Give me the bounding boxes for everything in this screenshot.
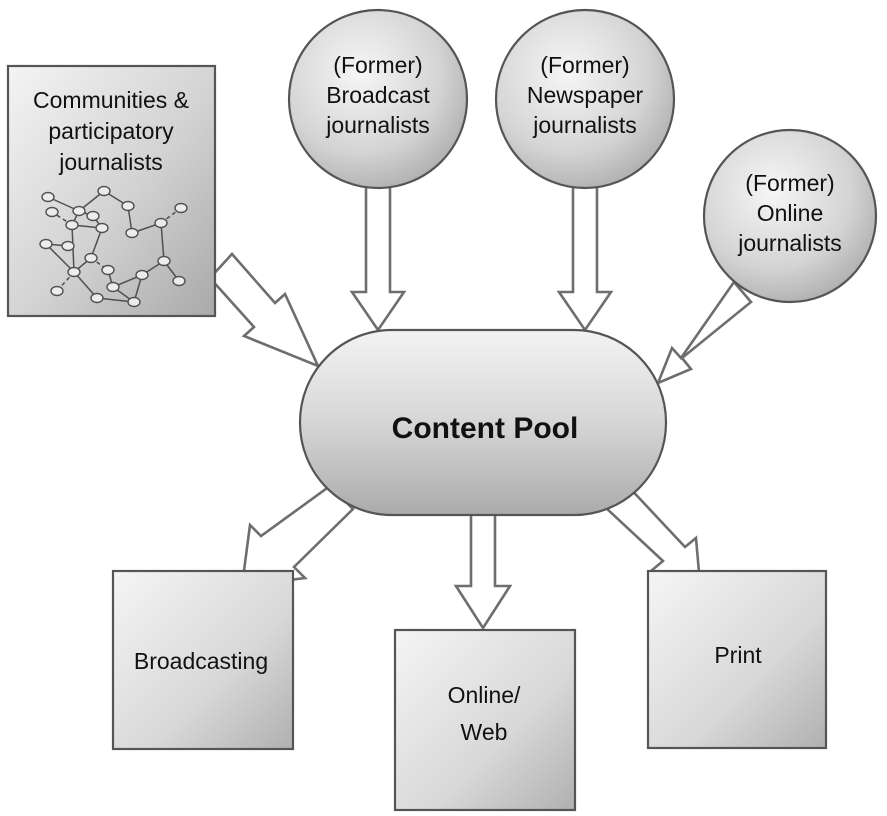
online-circle <box>702 128 878 304</box>
online-label-3: journalists <box>737 230 842 256</box>
communities-label-3: journalists <box>58 149 163 175</box>
content-pool-label: Content Pool <box>392 412 579 445</box>
arrow-communities-to-pool <box>208 252 321 369</box>
arrows <box>208 184 753 631</box>
content-pool-node: Content Pool <box>298 328 668 517</box>
arrow-broadcast-to-pool <box>349 184 407 333</box>
broadcast-label-1: (Former) <box>333 52 422 78</box>
communities-label-2: participatory <box>48 118 174 144</box>
network-graph-icon <box>39 185 188 308</box>
broadcasting-label: Broadcasting <box>134 648 268 674</box>
online-label-1: (Former) <box>745 170 834 196</box>
newspaper-circle <box>494 8 676 190</box>
newspaper-label-3: journalists <box>532 112 637 138</box>
broadcast-label-3: journalists <box>325 112 430 138</box>
communities-node: Communities & participatory journalists <box>6 64 217 318</box>
online-label-2: Online <box>757 200 823 226</box>
online-journalists-node: (Former) Online journalists <box>702 128 878 304</box>
broadcasting-node: Broadcasting <box>111 569 295 751</box>
online-web-box <box>393 628 577 812</box>
newspaper-label-2: Newspaper <box>527 82 644 108</box>
arrow-newspaper-to-pool <box>556 184 614 333</box>
print-box <box>646 569 828 750</box>
broadcast-circle <box>287 8 469 190</box>
broadcast-label-2: Broadcast <box>326 82 430 108</box>
print-node: Print <box>646 569 828 750</box>
broadcast-journalists-node: (Former) Broadcast journalists <box>287 8 469 190</box>
newspaper-journalists-node: (Former) Newspaper journalists <box>494 8 676 190</box>
content-pool-shape <box>298 328 668 517</box>
online-web-node: Online/ Web <box>393 628 577 812</box>
online-web-label-1: Online/ <box>448 682 521 708</box>
newspaper-label-1: (Former) <box>540 52 629 78</box>
communities-label-1: Communities & <box>33 87 189 113</box>
online-web-label-2: Web <box>461 719 508 745</box>
broadcasting-box <box>111 569 295 751</box>
print-label: Print <box>714 642 762 668</box>
arrow-online-to-pool <box>655 279 753 386</box>
arrow-pool-to-online-web <box>453 504 513 631</box>
